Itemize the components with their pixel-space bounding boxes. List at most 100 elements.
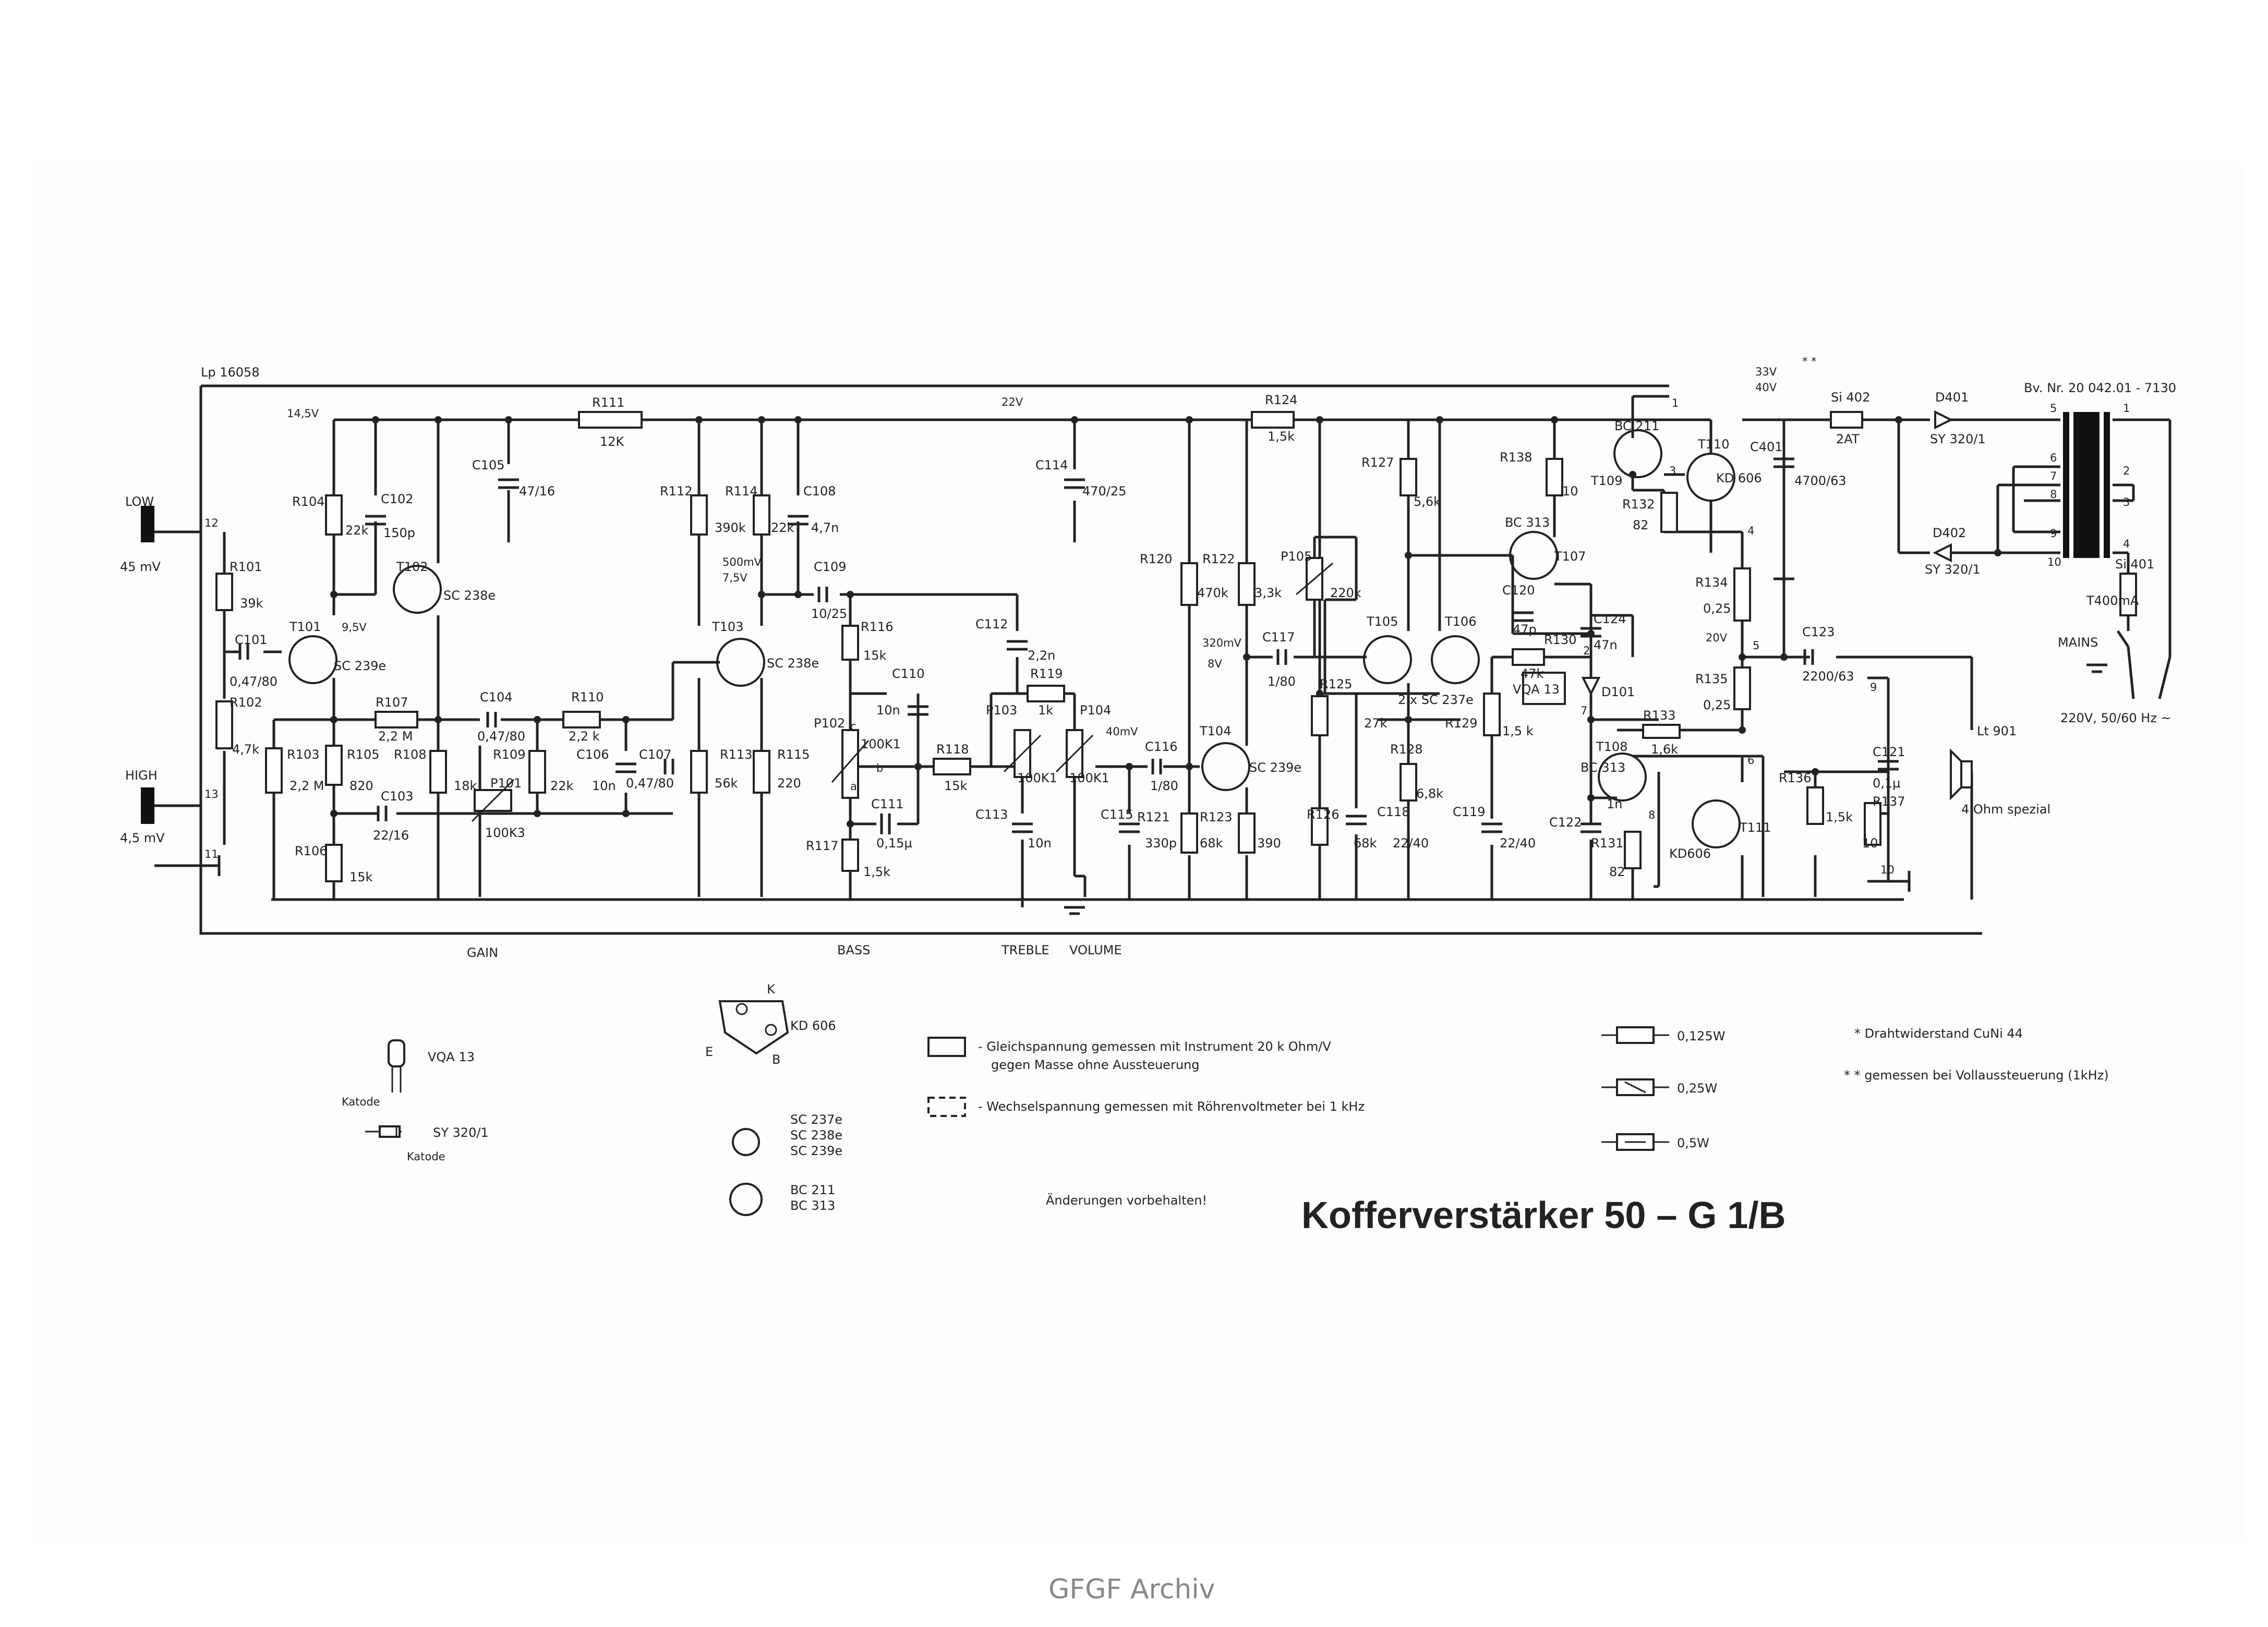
R137-label: R137 xyxy=(1873,794,1905,809)
D101-type: VQA 13 xyxy=(1513,682,1560,697)
C101-value: 0,47/80 xyxy=(230,674,278,689)
labels: Lp 16058 Bv. Nr. 20 042.01 - 7130 LOW 4 5… xyxy=(120,355,2176,1605)
R105-value: 820 xyxy=(349,779,373,793)
pot-mark-c: c xyxy=(850,720,856,733)
Si401-value: T400mA xyxy=(2086,593,2139,608)
R130-label: R130 xyxy=(1544,633,1576,647)
C104-value: 0,47/80 xyxy=(477,729,525,744)
R103-value: 2,2 M xyxy=(289,779,324,793)
board-label: Lp 16058 xyxy=(201,365,260,380)
resistor-bodies xyxy=(215,411,2137,882)
R124-label: R124 xyxy=(1265,393,1297,407)
T110-label: T110 xyxy=(1697,437,1729,452)
T107-label: T107 xyxy=(1554,549,1586,564)
node-1: 1 xyxy=(1672,397,1679,409)
node-7: 7 xyxy=(1581,705,1587,717)
R118-value: 15k xyxy=(944,779,968,793)
C122-value: 1n xyxy=(1607,797,1622,811)
R129-value: 1,5 k xyxy=(1502,724,1534,738)
T111-type: KD606 xyxy=(1669,846,1711,861)
voltage-500mv: 500mV xyxy=(722,556,762,568)
C118-label: C118 xyxy=(1377,805,1410,819)
Lt901-value: 4 Ohm spezial xyxy=(1961,802,2050,817)
R120-label: R120 xyxy=(1140,552,1172,566)
R101-label: R101 xyxy=(230,560,262,574)
C107-value: 0,47/80 xyxy=(626,776,674,791)
legend-pin-k: K xyxy=(767,982,776,997)
R111-label: R111 xyxy=(592,395,624,410)
control-volume: VOLUME xyxy=(1069,943,1122,957)
C103-label: C103 xyxy=(381,789,414,804)
T109-label: T109 xyxy=(1590,473,1622,488)
T104-type: SC 239e xyxy=(1249,760,1301,775)
voltage-40v: 40V xyxy=(1755,381,1777,394)
C119-value: 22/40 xyxy=(1500,836,1536,851)
order-number: Bv. Nr. 20 042.01 - 7130 xyxy=(2024,381,2176,395)
R134-value: 0,25 xyxy=(1703,601,1731,616)
R119-label: R119 xyxy=(1030,666,1063,681)
R114-label: R114 xyxy=(725,484,757,499)
R103-label: R103 xyxy=(287,747,319,762)
R136-value: 1,5k xyxy=(1826,810,1853,824)
legend-sc237: SC 237e xyxy=(790,1112,842,1127)
T108-label: T108 xyxy=(1596,739,1627,754)
note-r-05: 0,5W xyxy=(1677,1136,1709,1150)
C108-value: 4,7n xyxy=(811,520,839,535)
C120-label: C120 xyxy=(1502,583,1535,598)
C120-value: 47p xyxy=(1513,622,1537,637)
R116-label: R116 xyxy=(861,620,893,634)
C101-label: C101 xyxy=(235,633,268,647)
C106-value: 10n xyxy=(592,779,616,793)
C114-label: C114 xyxy=(1035,458,1068,472)
R121-value: 330p xyxy=(1145,836,1177,851)
ground-symbols xyxy=(1064,577,2107,915)
R135-label: R135 xyxy=(1695,672,1728,686)
R132-label: R132 xyxy=(1622,497,1655,512)
T102-label: T102 xyxy=(396,560,428,574)
R130-value: 47k xyxy=(1521,666,1544,681)
trafo-pin-4: 4 xyxy=(2123,538,2130,550)
legend-sy320: SY 320/1 xyxy=(433,1125,489,1140)
C107-label: C107 xyxy=(639,747,672,762)
transistor-symbols xyxy=(288,429,1741,848)
voltage-320mv: 320mV xyxy=(1202,637,1242,649)
R115-value: 220 xyxy=(777,776,801,791)
C124-value: 47n xyxy=(1594,638,1618,652)
C102-label: C102 xyxy=(381,492,414,506)
speaker-symbol xyxy=(1950,748,1973,800)
C110-label: C110 xyxy=(892,666,925,681)
R133-label: R133 xyxy=(1643,708,1675,723)
C102-value: 150p xyxy=(383,526,415,540)
T110-type: KD 606 xyxy=(1716,471,1762,485)
T111-label: T111 xyxy=(1739,820,1771,835)
T108-type: BC 313 xyxy=(1581,760,1625,775)
legend-katode: Katode xyxy=(342,1096,380,1108)
R128-label: R128 xyxy=(1390,742,1422,757)
C116-value: 1/80 xyxy=(1150,779,1178,793)
R120-value: 470k xyxy=(1197,586,1228,600)
R101-value: 39k xyxy=(240,596,263,611)
T107-type: BC 313 xyxy=(1505,515,1550,530)
capacitor-bodies xyxy=(238,457,1899,834)
Si402-label: Si 402 xyxy=(1831,390,1870,405)
C116-label: C116 xyxy=(1145,739,1178,754)
C105-label: C105 xyxy=(472,458,505,472)
R112-value: 390k xyxy=(715,520,746,535)
C112-value: 2,2n xyxy=(1028,648,1055,663)
low-label: LOW xyxy=(125,494,154,509)
R113-value: 56k xyxy=(715,776,738,791)
C119-label: C119 xyxy=(1453,805,1486,819)
C401-value: 4700/63 xyxy=(1794,473,1847,488)
C121-value: 0,1µ xyxy=(1873,776,1900,791)
trafo-pin-10: 10 xyxy=(2047,556,2061,568)
R108-label: R108 xyxy=(394,747,426,762)
R112-label: R112 xyxy=(660,484,692,499)
R122-label: R122 xyxy=(1202,552,1235,566)
voltage-8v: 8V xyxy=(1208,658,1222,670)
high-mv: 4,5 mV xyxy=(120,831,165,845)
trafo-pin-1: 1 xyxy=(2123,402,2130,415)
legend-sc238: SC 238e xyxy=(790,1128,842,1143)
R132-value: 82 xyxy=(1633,518,1649,532)
changes-note: Änderungen vorbehalten! xyxy=(1046,1193,1207,1208)
